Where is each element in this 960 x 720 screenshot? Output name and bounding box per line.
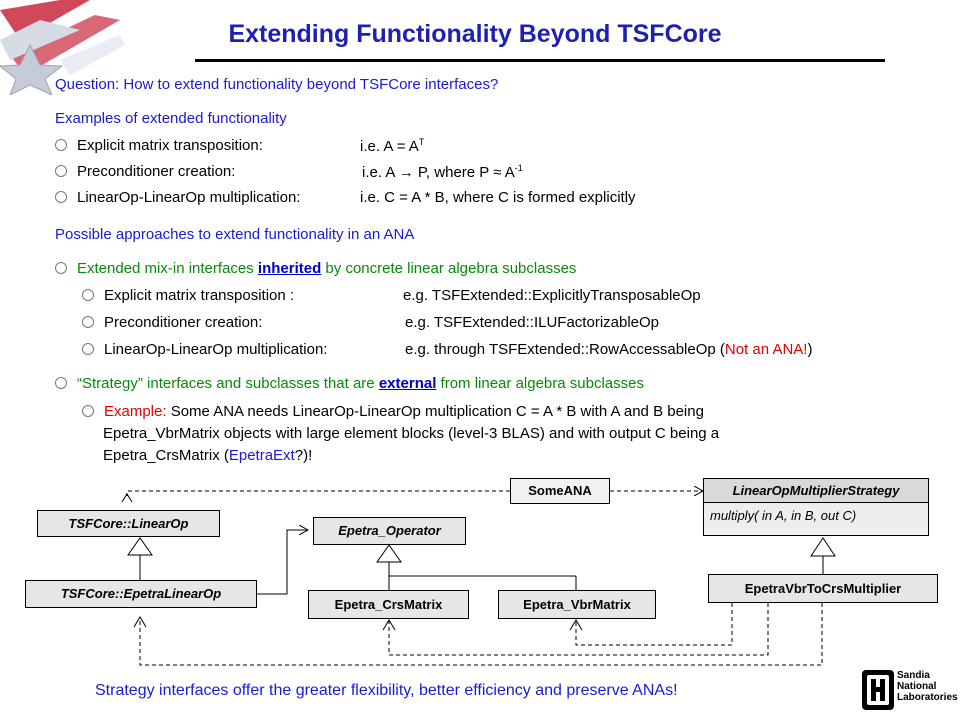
bullet-icon xyxy=(82,316,94,328)
class-name: TSFCore::EpetraLinearOp xyxy=(60,586,222,601)
question-text: Question: How to extend functionality be… xyxy=(55,76,499,93)
example-detail-text: i.e. A → P, where P ≈ A xyxy=(362,164,515,181)
examples-heading: Examples of extended functionality xyxy=(55,110,287,127)
keyword-inherited: inherited xyxy=(257,260,322,277)
example-detail-text: i.e. A = A xyxy=(360,138,419,155)
approach1-item-detail: e.g. TSFExtended::ExplicitlyTransposable… xyxy=(403,287,701,304)
box-label: SomeANA xyxy=(528,483,592,498)
bullet-icon xyxy=(55,165,67,177)
bullet-icon xyxy=(82,343,94,355)
linearop-class-box: TSFCore::LinearOp xyxy=(37,510,220,537)
approach1-item: Preconditioner creation: xyxy=(82,314,262,331)
sandia-wordmark: Sandia National Laboratories xyxy=(897,670,958,703)
epetra-operator-class-box: Epetra_Operator xyxy=(313,517,466,545)
item-detail-text: e.g. through TSFExtended::RowAccessableO… xyxy=(405,341,725,358)
superscript: T xyxy=(418,137,425,147)
strategy-class-box: LinearOpMultiplierStrategy multiply( in … xyxy=(703,478,929,536)
keyword-external: external xyxy=(378,375,437,392)
approach1-item-detail: e.g. TSFExtended::ILUFactorizableOp xyxy=(405,314,660,331)
someana-box: SomeANA xyxy=(510,478,610,504)
approach-text: from linear algebra subclasses xyxy=(436,375,644,392)
item-label: Preconditioner creation: xyxy=(104,314,263,331)
example-label: Preconditioner creation: xyxy=(77,163,236,180)
example-paragraph-line: Example: Some ANA needs LinearOp-LinearO… xyxy=(82,403,704,420)
superscript: -1 xyxy=(514,163,523,173)
bullet-icon xyxy=(55,377,67,389)
footer-conclusion: Strategy interfaces offer the greater fl… xyxy=(95,682,678,699)
bullet-icon xyxy=(55,139,67,151)
approach-text: by concrete linear algebra subclasses xyxy=(321,260,577,277)
example-detail: i.e. C = A * B, where C is formed explic… xyxy=(360,189,636,206)
class-name: Epetra_CrsMatrix xyxy=(334,597,443,612)
approach-text: “Strategy” interfaces and subclasses tha… xyxy=(77,375,379,392)
example-detail: i.e. A → P, where P ≈ A-1 xyxy=(362,163,523,181)
approaches-heading: Possible approaches to extend functional… xyxy=(55,226,415,243)
approach-inherited: Extended mix-in interfaces inherited by … xyxy=(55,260,576,277)
sandia-logo-icon xyxy=(862,670,894,710)
flag-star-logo xyxy=(0,0,125,95)
class-method: multiply( in A, in B, out C) xyxy=(704,502,928,528)
item-detail-text: ) xyxy=(807,341,813,358)
class-name: TSFCore::LinearOp xyxy=(68,516,189,531)
approach-external: “Strategy” interfaces and subclasses tha… xyxy=(55,375,644,392)
example-item: LinearOp-LinearOp multiplication: xyxy=(55,189,300,206)
bullet-icon xyxy=(82,289,94,301)
example-text: Some ANA needs LinearOp-LinearOp multipl… xyxy=(166,403,704,420)
example-paragraph-line: Epetra_VbrMatrix objects with large elem… xyxy=(103,425,720,442)
example-detail: i.e. A = AT xyxy=(360,137,424,155)
vbr-matrix-class-box: Epetra_VbrMatrix xyxy=(498,590,656,619)
approach1-item: Explicit matrix transposition : xyxy=(82,287,294,304)
approach1-item: LinearOp-LinearOp multiplication: xyxy=(82,341,327,358)
sandia-line: National xyxy=(897,681,937,692)
example-item: Preconditioner creation: xyxy=(55,163,235,180)
bullet-icon xyxy=(55,191,67,203)
class-name: Epetra_Operator xyxy=(338,523,441,538)
epetra-linearop-class-box: TSFCore::EpetraLinearOp xyxy=(25,580,257,608)
sandia-line: Laboratories xyxy=(897,692,958,703)
title-underline xyxy=(195,59,885,62)
class-name: LinearOpMultiplierStrategy xyxy=(704,479,928,502)
approach-text: Extended mix-in interfaces xyxy=(77,260,258,277)
example-item: Explicit matrix transposition: xyxy=(55,137,263,154)
page-title: Extending Functionality Beyond TSFCore xyxy=(228,20,722,48)
class-name: EpetraVbrToCrsMultiplier xyxy=(744,581,902,596)
not-ana-note: Not an ANA! xyxy=(724,341,808,358)
example-label: Example: xyxy=(104,403,167,420)
bullet-icon xyxy=(55,262,67,274)
approach1-item-detail: e.g. through TSFExtended::RowAccessableO… xyxy=(405,341,812,358)
crs-matrix-class-box: Epetra_CrsMatrix xyxy=(308,590,469,619)
example-text: Epetra_CrsMatrix ( xyxy=(103,447,229,464)
item-label: Explicit matrix transposition : xyxy=(104,287,295,304)
example-paragraph-line: Epetra_CrsMatrix (EpetraExt?)! xyxy=(103,447,312,464)
example-text: ?)! xyxy=(294,447,313,464)
item-label: LinearOp-LinearOp multiplication: xyxy=(104,341,328,358)
bullet-icon xyxy=(82,405,94,417)
example-label: LinearOp-LinearOp multiplication: xyxy=(77,189,301,206)
class-name: Epetra_VbrMatrix xyxy=(523,597,631,612)
epetraext-link-text: EpetraExt xyxy=(228,447,295,464)
multiplier-class-box: EpetraVbrToCrsMultiplier xyxy=(708,574,938,603)
sandia-line: Sandia xyxy=(897,670,930,681)
example-label: Explicit matrix transposition: xyxy=(77,137,263,154)
